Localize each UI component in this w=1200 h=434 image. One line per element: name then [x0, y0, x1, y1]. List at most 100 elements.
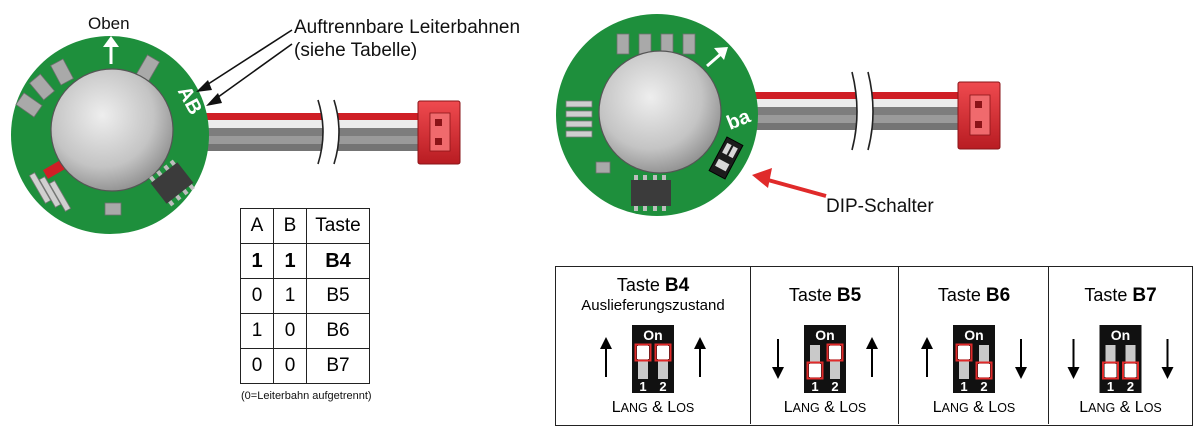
- right-arrow-icon: [866, 337, 878, 377]
- dip-knob-1: [1104, 364, 1117, 377]
- table-header-a: A: [240, 208, 274, 244]
- panel-key: B5: [836, 285, 862, 306]
- panel-title-prefix: Taste: [1084, 285, 1133, 305]
- left-pcb: AB: [11, 36, 209, 234]
- right-arrow-icon: [1015, 339, 1027, 379]
- dip-knob-1: [958, 346, 970, 359]
- dip-knob-1: [809, 364, 821, 377]
- left-connector: [417, 100, 461, 165]
- dip-on-label: On: [643, 327, 662, 343]
- table-row: 1 0 B6: [240, 313, 370, 349]
- dip-knob-2: [1124, 364, 1137, 377]
- dip-on-label: On: [1111, 327, 1130, 343]
- table-cell-a: 0: [240, 348, 274, 384]
- table-cell-taste: B6: [306, 313, 370, 349]
- dip-highlight-1: [634, 343, 652, 362]
- dip-switch-callout-arrow: [752, 168, 827, 198]
- table-cell-a: 0: [240, 278, 274, 314]
- dip-slot-2: [830, 345, 840, 379]
- panel-footer: LANG & LOS: [611, 399, 695, 416]
- dip-on-label: On: [815, 327, 834, 343]
- panel-footer: LANG & LOS: [1079, 399, 1162, 416]
- dip-slot-1: [638, 345, 648, 379]
- table-cell-a: 1: [240, 243, 274, 279]
- dip-number-1: 1: [960, 379, 967, 394]
- table-cell-b: 1: [273, 243, 307, 279]
- separable-traces-subtitle: (siehe Tabelle): [294, 40, 418, 61]
- dip-slot-2: [658, 345, 668, 379]
- dip-knob-2: [829, 346, 841, 359]
- right-arrow-icon: [1161, 339, 1174, 379]
- panel-title-prefix: Taste: [788, 285, 837, 305]
- table-cell-taste: B5: [306, 278, 370, 314]
- dip-highlight-2: [654, 343, 672, 362]
- panel-key: B6: [985, 285, 1011, 306]
- top-direction-label: Oben: [88, 14, 130, 33]
- right-connector: [957, 81, 1001, 150]
- panel-title: Taste B6: [899, 285, 1049, 307]
- panel-title: Taste B4: [556, 275, 750, 297]
- table-cell-b: 1: [273, 278, 307, 314]
- dip-number-1: 1: [811, 379, 818, 394]
- dip-highlight-2: [975, 361, 993, 380]
- panel-title: Taste B7: [1049, 285, 1192, 307]
- dip-number-1: 1: [1107, 379, 1114, 394]
- dip-highlight-1: [955, 343, 973, 362]
- panel-footer: LANG & LOS: [932, 399, 1016, 416]
- table-header-taste: Taste: [306, 208, 370, 244]
- separable-traces-title: Auftrennbare Leiterbahnen: [294, 17, 521, 38]
- dip-highlight-2: [1122, 361, 1139, 380]
- left-arrow-icon: [600, 337, 612, 377]
- dip-highlight-1: [1102, 361, 1119, 380]
- dip-slot-1: [959, 345, 969, 379]
- solder-trace-table: A B Taste 1 1 B4 0 1 B5 1 0 B6 0 0 B7: [240, 208, 370, 384]
- table-header-row: A B Taste: [240, 208, 370, 244]
- trace-callout-arrows: [196, 29, 293, 106]
- dip-knob-2: [978, 364, 990, 377]
- panel-key: B7: [1132, 285, 1157, 306]
- dip-switch-label: DIP-Schalter: [826, 196, 934, 217]
- separable-traces-callout: Auftrennbare Leiterbahnen (siehe Tabelle…: [294, 16, 520, 62]
- table-row: 0 1 B5: [240, 278, 370, 314]
- table-cell-a: 1: [240, 313, 274, 349]
- dip-highlight-2: [826, 343, 844, 362]
- table-row: 0 0 B7: [240, 348, 370, 384]
- dip-number-2: 2: [980, 379, 987, 394]
- dip-knob-2: [657, 346, 669, 359]
- left-arrow-icon: [772, 339, 784, 379]
- dip-on-label: On: [964, 327, 983, 343]
- left-arrow-icon: [1067, 339, 1080, 379]
- right-ribbon-cable: [748, 71, 963, 151]
- dip-number-2: 2: [831, 379, 838, 394]
- dip-number-2: 2: [659, 379, 666, 394]
- dip-number-1: 1: [639, 379, 646, 394]
- table-header-b: B: [273, 208, 307, 244]
- panel-footer: LANG & LOS: [783, 399, 867, 416]
- left-ribbon-cable: [200, 99, 425, 165]
- left-arrow-icon: [921, 337, 933, 377]
- table-row: 1 1 B4: [240, 243, 370, 279]
- dip-number-2: 2: [1127, 379, 1134, 394]
- table-cell-taste: B4: [306, 243, 370, 279]
- panel-title: Taste B5: [751, 285, 899, 307]
- table-cell-b: 0: [273, 313, 307, 349]
- panel-key: B4: [664, 275, 690, 296]
- dip-highlight-1: [806, 361, 824, 380]
- right-pcb: ba: [556, 14, 758, 216]
- panel-title-prefix: Taste: [937, 285, 986, 305]
- dip-knob-1: [637, 346, 649, 359]
- table-cell-b: 0: [273, 348, 307, 384]
- table-cell-taste: B7: [306, 348, 370, 384]
- panel-title-prefix: Taste: [616, 275, 665, 295]
- right-arrow-icon: [694, 337, 706, 377]
